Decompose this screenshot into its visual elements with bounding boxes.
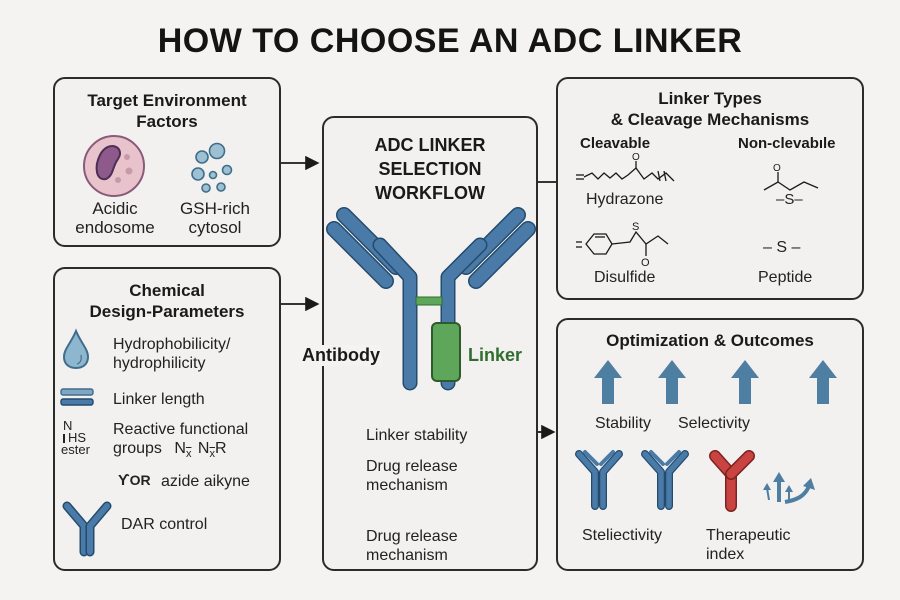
cleavable-heading: Cleavable [580, 135, 651, 152]
chem-item-reactive-groups: Reactive functional groups Nx NxR [113, 421, 249, 460]
workflow-step-drug-release-1: Drug release mechanism [366, 458, 458, 494]
hydrazone-structure-icon: O [576, 152, 675, 182]
thioether-bridge: –S– [776, 191, 803, 208]
panel-chemical-design-title: Chemical Design-Parameters [89, 281, 245, 321]
water-drop-icon [62, 328, 90, 370]
linker-peptide-label: Peptide [758, 269, 813, 286]
gsh-bubbles-icon [191, 142, 233, 193]
env-item-acidic-endosome: Acidic endosome [75, 199, 155, 237]
workflow-step-linker-stability: Linker stability [366, 427, 468, 444]
panel-target-environment-title: Target Environment Factors [87, 91, 247, 131]
up-arrow-icon [658, 360, 686, 404]
antibody-icon [575, 450, 623, 510]
peptide-bridge: – S – [763, 239, 801, 256]
antibody-heavy-chains [372, 237, 488, 391]
disulfide-sulfur: S [632, 221, 639, 233]
trend-up-arrows-icon [763, 472, 815, 504]
thioether-oxygen: O [773, 163, 781, 174]
up-arrow-icon [731, 360, 759, 404]
or-branch-icon: ϒOR [118, 472, 151, 489]
outcomes-title: Optimization & Outcomes [606, 331, 814, 350]
env-item-gsh-cytosol: GSH-rich cytosol [180, 199, 250, 237]
hinge-linker-bar [415, 296, 443, 306]
disulfide-oxygen: O [641, 257, 650, 269]
chem-item-hydrophobicity: Hydrophobilicity/ hydrophilicity [113, 336, 231, 372]
outcome-therapeutic-index: Therapeutic index [706, 527, 791, 563]
endosome-icon [83, 135, 145, 197]
adc-antibody-diagram [326, 207, 536, 391]
outcome-arrows [594, 360, 837, 404]
linker-length-icon [60, 388, 94, 406]
linker-block [431, 322, 461, 382]
outcome-antibodies [575, 450, 815, 512]
noncleavable-heading: Non-clevabıle [738, 135, 836, 152]
panel-workflow [322, 116, 538, 571]
up-arrow-icon [594, 360, 622, 404]
workflow-step-drug-release-2: Drug release mechanism [366, 528, 458, 564]
linker-types-title: Linker Types & Cleavage Mechanisms [610, 89, 810, 129]
page-title: HOW TO CHOOSE AN ADC LINKER [157, 22, 743, 60]
chem-item-dar-control: DAR control [121, 516, 208, 533]
linker-hydrazone-label: Hydrazone [586, 191, 664, 208]
outcome-stability: Stability [595, 415, 652, 432]
panel-linker-types [556, 77, 864, 300]
workflow-title: ADC LINKER SELECTION WORKFLOW [374, 135, 486, 203]
antibody-icon [62, 501, 112, 557]
antibody-label: Antibody [300, 345, 382, 366]
chem-item-azide-alkyne: azide aikyne [161, 473, 250, 490]
linker-disulfide-label: Disulfide [594, 269, 656, 286]
linker-label: Linker [468, 345, 523, 365]
formula-n-x-r: NxR [197, 440, 227, 460]
thioether-structure-icon: O [763, 163, 819, 191]
antibody-icon [641, 450, 689, 510]
hydrazone-oxygen: O [632, 152, 640, 163]
chem-item-linker-length: Linker length [113, 391, 205, 408]
panel-outcomes [556, 318, 864, 571]
disulfide-structure-icon: S O [576, 221, 669, 269]
up-arrow-icon [809, 360, 837, 404]
nhs-ester-icon: N HS ester [61, 418, 90, 457]
formula-n-x: Nx [174, 440, 192, 460]
outcome-steliectivity: Steliectivity [582, 527, 663, 544]
red-antibody-icon [709, 450, 755, 512]
outcome-selectivity: Selectivity [678, 415, 751, 432]
